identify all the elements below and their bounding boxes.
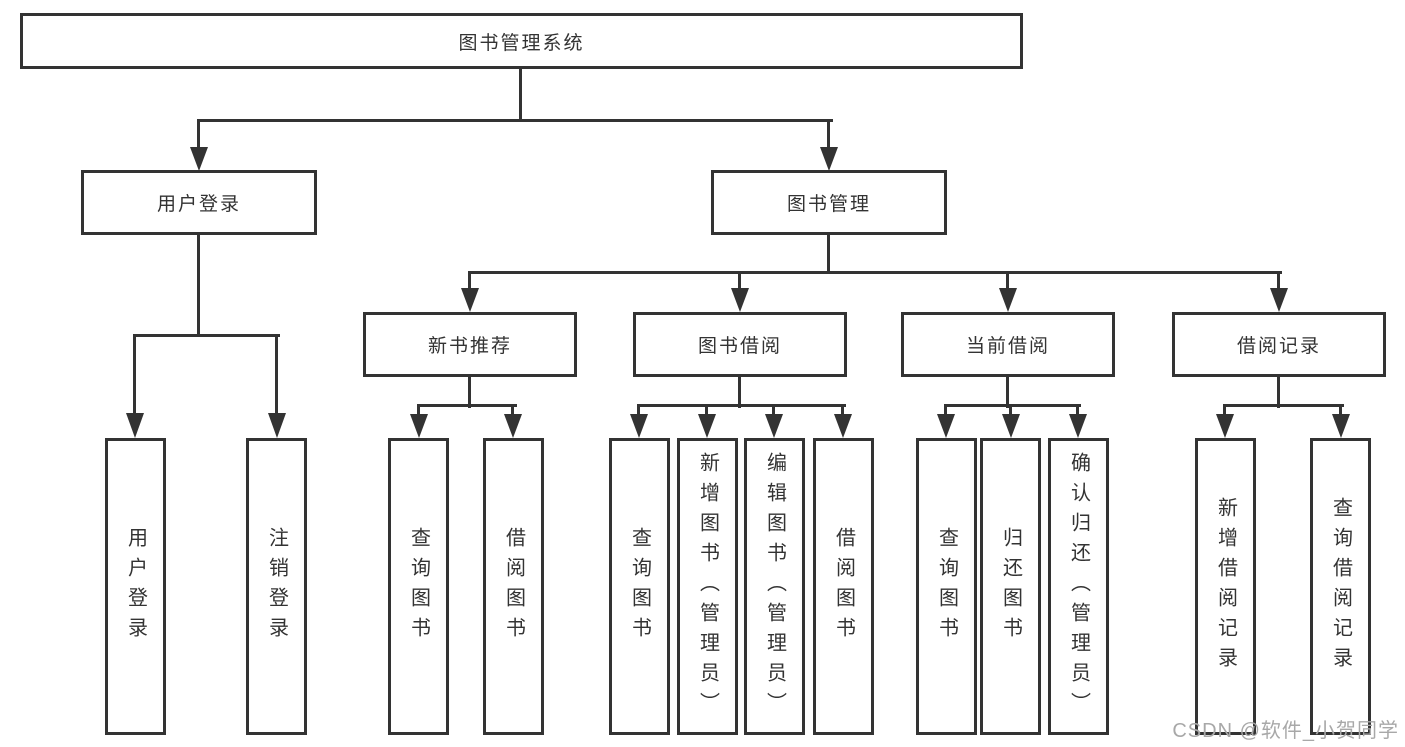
arrowhead-down-icon [630,414,648,438]
connector-line-horizontal [468,271,1282,274]
connector-line-vertical [827,234,830,274]
node-book-management: 图书管理 [711,170,947,235]
leaf-user-login: 用户登录 [105,438,166,735]
leaf-add-books-admin: 新增图书（管理员） [677,438,738,735]
node-book-borrowing: 图书借阅 [633,312,847,377]
connector-arrow-stem [827,119,830,149]
connector-arrow-stem [1277,271,1280,290]
leaf-query-books-borrowing: 查询图书 [609,438,670,735]
connector-line-vertical [1277,375,1280,408]
watermark: CSDN @软件_小贺同学 [1172,720,1399,742]
node-user-login: 用户登录 [81,170,317,235]
arrowhead-down-icon [820,147,838,171]
arrowhead-down-icon [765,414,783,438]
arrowhead-down-icon [126,413,144,438]
connector-arrow-stem [275,334,278,415]
arrowhead-down-icon [1270,288,1288,312]
connector-arrow-stem [1223,404,1226,416]
connector-arrow-stem [468,271,471,290]
connector-arrow-stem [1009,404,1012,416]
arrowhead-down-icon [937,414,955,438]
leaf-borrow-books-recommend: 借阅图书 [483,438,544,735]
node-borrowing-records: 借阅记录 [1172,312,1386,377]
connector-arrow-stem [1339,404,1342,416]
connector-arrow-stem [1076,404,1079,416]
connector-line-horizontal [637,404,846,407]
connector-arrow-stem [1006,271,1009,290]
arrowhead-down-icon [268,413,286,438]
leaf-add-borrow-record: 新增借阅记录 [1195,438,1256,735]
connector-arrow-stem [417,404,420,416]
leaf-query-books-recommend: 查询图书 [388,438,449,735]
connector-line-horizontal [417,404,517,407]
leaf-query-borrow-record: 查询借阅记录 [1310,438,1371,735]
arrowhead-down-icon [1069,414,1087,438]
connector-arrow-stem [841,404,844,416]
arrowhead-down-icon [190,147,208,171]
leaf-borrow-books-borrowing: 借阅图书 [813,438,874,735]
connector-line-vertical [1006,375,1009,408]
connector-arrow-stem [197,119,200,149]
leaf-confirm-return-admin: 确认归还（管理员） [1048,438,1109,735]
connector-line-horizontal [944,404,1081,407]
connector-line-vertical [468,375,471,408]
leaf-query-books-current: 查询图书 [916,438,977,735]
arrowhead-down-icon [698,414,716,438]
arrowhead-down-icon [834,414,852,438]
arrowhead-down-icon [410,414,428,438]
arrowhead-down-icon [504,414,522,438]
connector-arrow-stem [705,404,708,416]
arrowhead-down-icon [1216,414,1234,438]
leaf-return-books: 归还图书 [980,438,1041,735]
leaf-edit-books-admin: 编辑图书（管理员） [744,438,805,735]
connector-arrow-stem [772,404,775,416]
connector-line-vertical [738,375,741,408]
connector-line-vertical [519,68,522,121]
node-new-book-recommend: 新书推荐 [363,312,577,377]
node-current-borrowing: 当前借阅 [901,312,1115,377]
connector-line-horizontal [1223,404,1344,407]
connector-line-horizontal [133,334,280,337]
leaf-logout: 注销登录 [246,438,307,735]
arrowhead-down-icon [999,288,1017,312]
connector-line-vertical [197,234,200,336]
connector-arrow-stem [944,404,947,416]
connector-arrow-stem [637,404,640,416]
arrowhead-down-icon [731,288,749,312]
node-root: 图书管理系统 [20,13,1023,69]
arrowhead-down-icon [461,288,479,312]
arrowhead-down-icon [1332,414,1350,438]
connector-arrow-stem [738,271,741,290]
connector-arrow-stem [133,334,136,415]
connector-arrow-stem [511,404,514,416]
arrowhead-down-icon [1002,414,1020,438]
connector-line-horizontal [197,119,833,122]
